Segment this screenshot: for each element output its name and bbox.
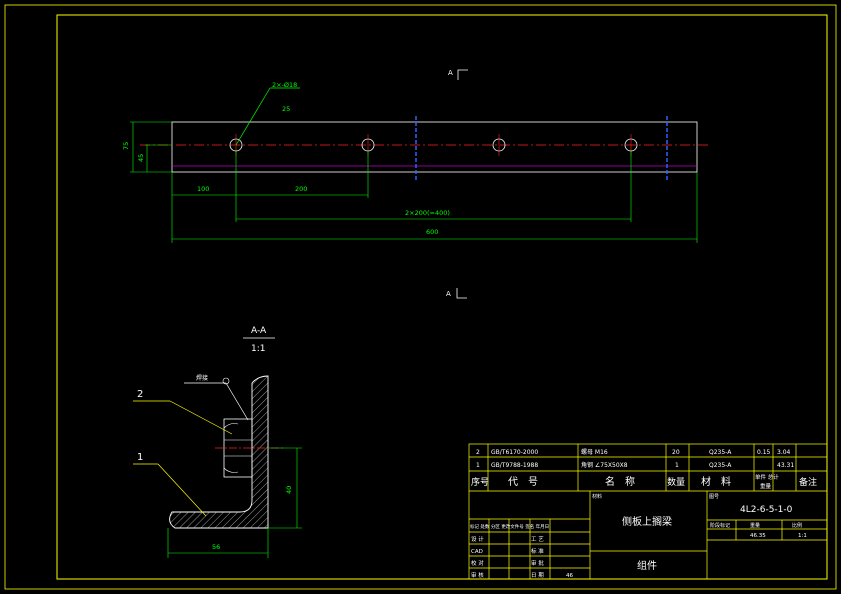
- section-view: A-A 1:1 焊接 2 1: [133, 326, 302, 558]
- hole-3: [492, 134, 506, 156]
- bom-header-name: 名 称: [605, 475, 635, 488]
- angle-bar-outline: [171, 121, 698, 173]
- bom-row-2-qty: 20: [672, 449, 680, 456]
- tb-scale: 1:1: [798, 533, 807, 539]
- hole-callout-text: 2×-Ø18: [272, 81, 297, 89]
- bom-header-weight-sub: 重量: [760, 482, 772, 490]
- nut: [223, 418, 253, 478]
- drawing-no-tag: 图号: [709, 494, 719, 500]
- hole-callout-sub: 25: [282, 105, 290, 113]
- balloon-1: 1: [137, 452, 143, 463]
- weld-note: 焊接: [196, 374, 208, 382]
- bom-row-1-no: 1: [476, 462, 480, 469]
- bom-header-material: 材 料: [701, 475, 731, 488]
- rev-row: 标记 处数 分区 更改文件号 签名 年月日: [470, 523, 549, 530]
- material-tag: 材料: [592, 493, 602, 500]
- role-date: 日 期: [531, 572, 544, 579]
- inner-frame: [56, 14, 828, 580]
- section-title: A-A: [251, 326, 267, 336]
- bom-header-no: 序号: [471, 476, 489, 488]
- hole-callout-leader: [235, 87, 271, 146]
- bom-row-2-total: 3.04: [777, 449, 791, 456]
- dim-left: 100: [197, 185, 209, 193]
- role-review: 审 核: [471, 571, 484, 579]
- bom-header-remark: 备注: [799, 476, 817, 488]
- dim-pitch: 200: [295, 185, 307, 193]
- top-view: A A 2×-Ø18 25 75 45: [122, 69, 710, 299]
- angle-section: [169, 375, 269, 529]
- title-block-text: 2 GB/T6170-2000 螺母 M16 20 Q235-A 0.15 3.…: [470, 448, 817, 579]
- dim-overall: 600: [426, 228, 438, 236]
- section-arrow-top: [457, 69, 468, 80]
- section-scale: 1:1: [251, 344, 265, 354]
- sheet-no: 46: [566, 573, 573, 579]
- doc-type: 组件: [637, 559, 657, 572]
- balloon-2: 2: [137, 389, 143, 400]
- bom-header-qty: 数量: [667, 476, 685, 488]
- section-label-top: A: [448, 69, 453, 77]
- outer-frame: [4, 4, 837, 590]
- section-dim-width: 56: [212, 543, 220, 551]
- bom-row-2-unit: 0.15: [757, 449, 771, 456]
- bom-row-1-name: 角钢 ∠75X50X8: [581, 461, 628, 469]
- role-design: 设 计: [471, 535, 484, 543]
- role-approve: 审 批: [531, 559, 544, 567]
- title-block: [468, 443, 828, 580]
- part-name: 侧板上搁梁: [622, 515, 672, 528]
- bom-header-weight: 单件 总计: [755, 473, 779, 481]
- drawing-no: 4L2-6-5-1-0: [740, 505, 793, 515]
- dim-chain: 2×200(=400): [405, 209, 450, 217]
- role-standard: 标 准: [531, 547, 544, 555]
- role-cad: CAD: [471, 549, 483, 555]
- bom-row-2-name: 螺母 M16: [581, 448, 608, 456]
- bom-row-1-qty: 1: [675, 462, 679, 469]
- section-arrow-bottom: [456, 288, 467, 299]
- dim-height-outer: 75: [122, 142, 130, 150]
- section-label-bottom: A: [446, 290, 451, 298]
- bom-row-2-no: 2: [476, 449, 480, 456]
- bom-row-2-material: Q235-A: [709, 449, 732, 456]
- section-dim-height: 40: [285, 486, 293, 494]
- bom-row-1-code: GB/T9788-1988: [491, 462, 538, 469]
- stage-label-2: 重量: [750, 522, 760, 529]
- stage-label-3: 比例: [792, 522, 802, 529]
- dim-height-inner: 45: [137, 154, 145, 162]
- role-process: 工 艺: [531, 536, 544, 543]
- bom-row-2-code: GB/T6170-2000: [491, 449, 538, 456]
- bom-header-code: 代 号: [508, 476, 538, 488]
- bom-row-1-material: Q235-A: [709, 462, 732, 469]
- role-check: 校 对: [471, 559, 484, 567]
- tb-weight: 46.35: [750, 533, 766, 539]
- stage-label-1: 阶段标记: [710, 522, 730, 529]
- bom-row-1-total: 43.31: [777, 462, 794, 469]
